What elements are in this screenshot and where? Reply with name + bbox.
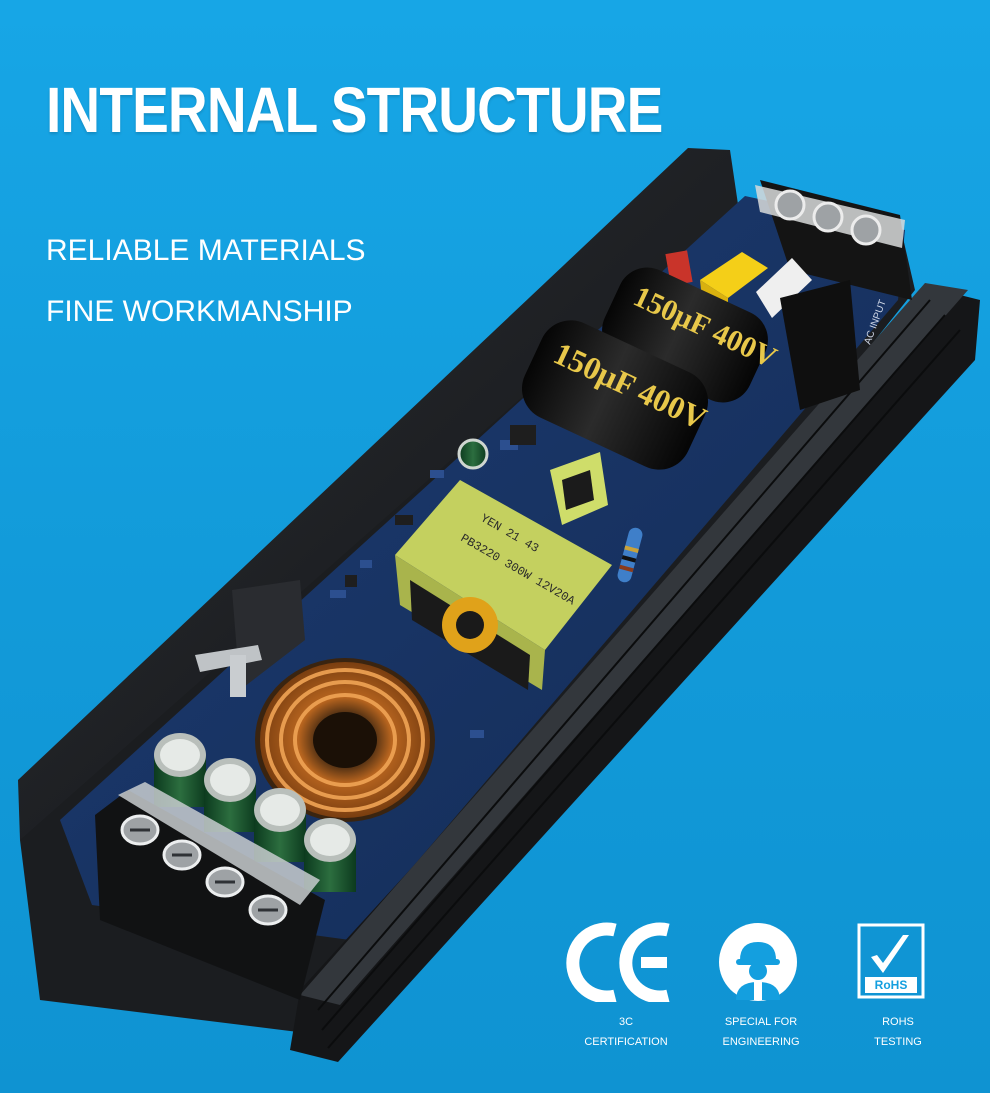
toroid-coil [255, 658, 435, 822]
cert-3c-line2: CERTIFICATION [584, 1036, 668, 1048]
dc-output-terminal [95, 782, 325, 1000]
resistor [617, 527, 643, 583]
page-headline: INTERNAL STRUCTURE [46, 74, 663, 146]
cert-eng-line2: ENGINEERING [722, 1036, 800, 1048]
white-block [756, 258, 812, 318]
tagline-fine-workmanship: FINE WORKMANSHIP [46, 295, 353, 328]
certification-rohs: ROHS TESTING [838, 1012, 958, 1052]
relay [700, 252, 768, 298]
rohs-badge-text: RoHS [875, 978, 908, 992]
small-capacitor [457, 438, 489, 470]
engineer-icon [719, 923, 797, 1001]
cert-rohs-line1: ROHS [882, 1016, 914, 1028]
cert-3c-line1: 3C [618, 1016, 634, 1028]
housing-back-wall [18, 148, 740, 840]
cert-eng-line1: SPECIAL FOR [724, 1016, 798, 1028]
certification-3c: 3C CERTIFICATION [566, 1012, 686, 1052]
ce-mark-icon [566, 922, 670, 1002]
tagline-reliable-materials: RELIABLE MATERIALS [46, 234, 366, 267]
heatsink-clip [195, 580, 305, 697]
bulk-capacitor-2: 150µF 400V [521, 320, 712, 470]
certification-engineering: SPECIAL FOR ENGINEERING [700, 1012, 822, 1052]
small-inductor [550, 452, 608, 525]
transformer: PB3220 300W 12V20A YEN 21 43 [395, 480, 612, 690]
cert-rohs-line2: TESTING [874, 1036, 922, 1048]
rohs-icon: RoHS [857, 923, 925, 999]
